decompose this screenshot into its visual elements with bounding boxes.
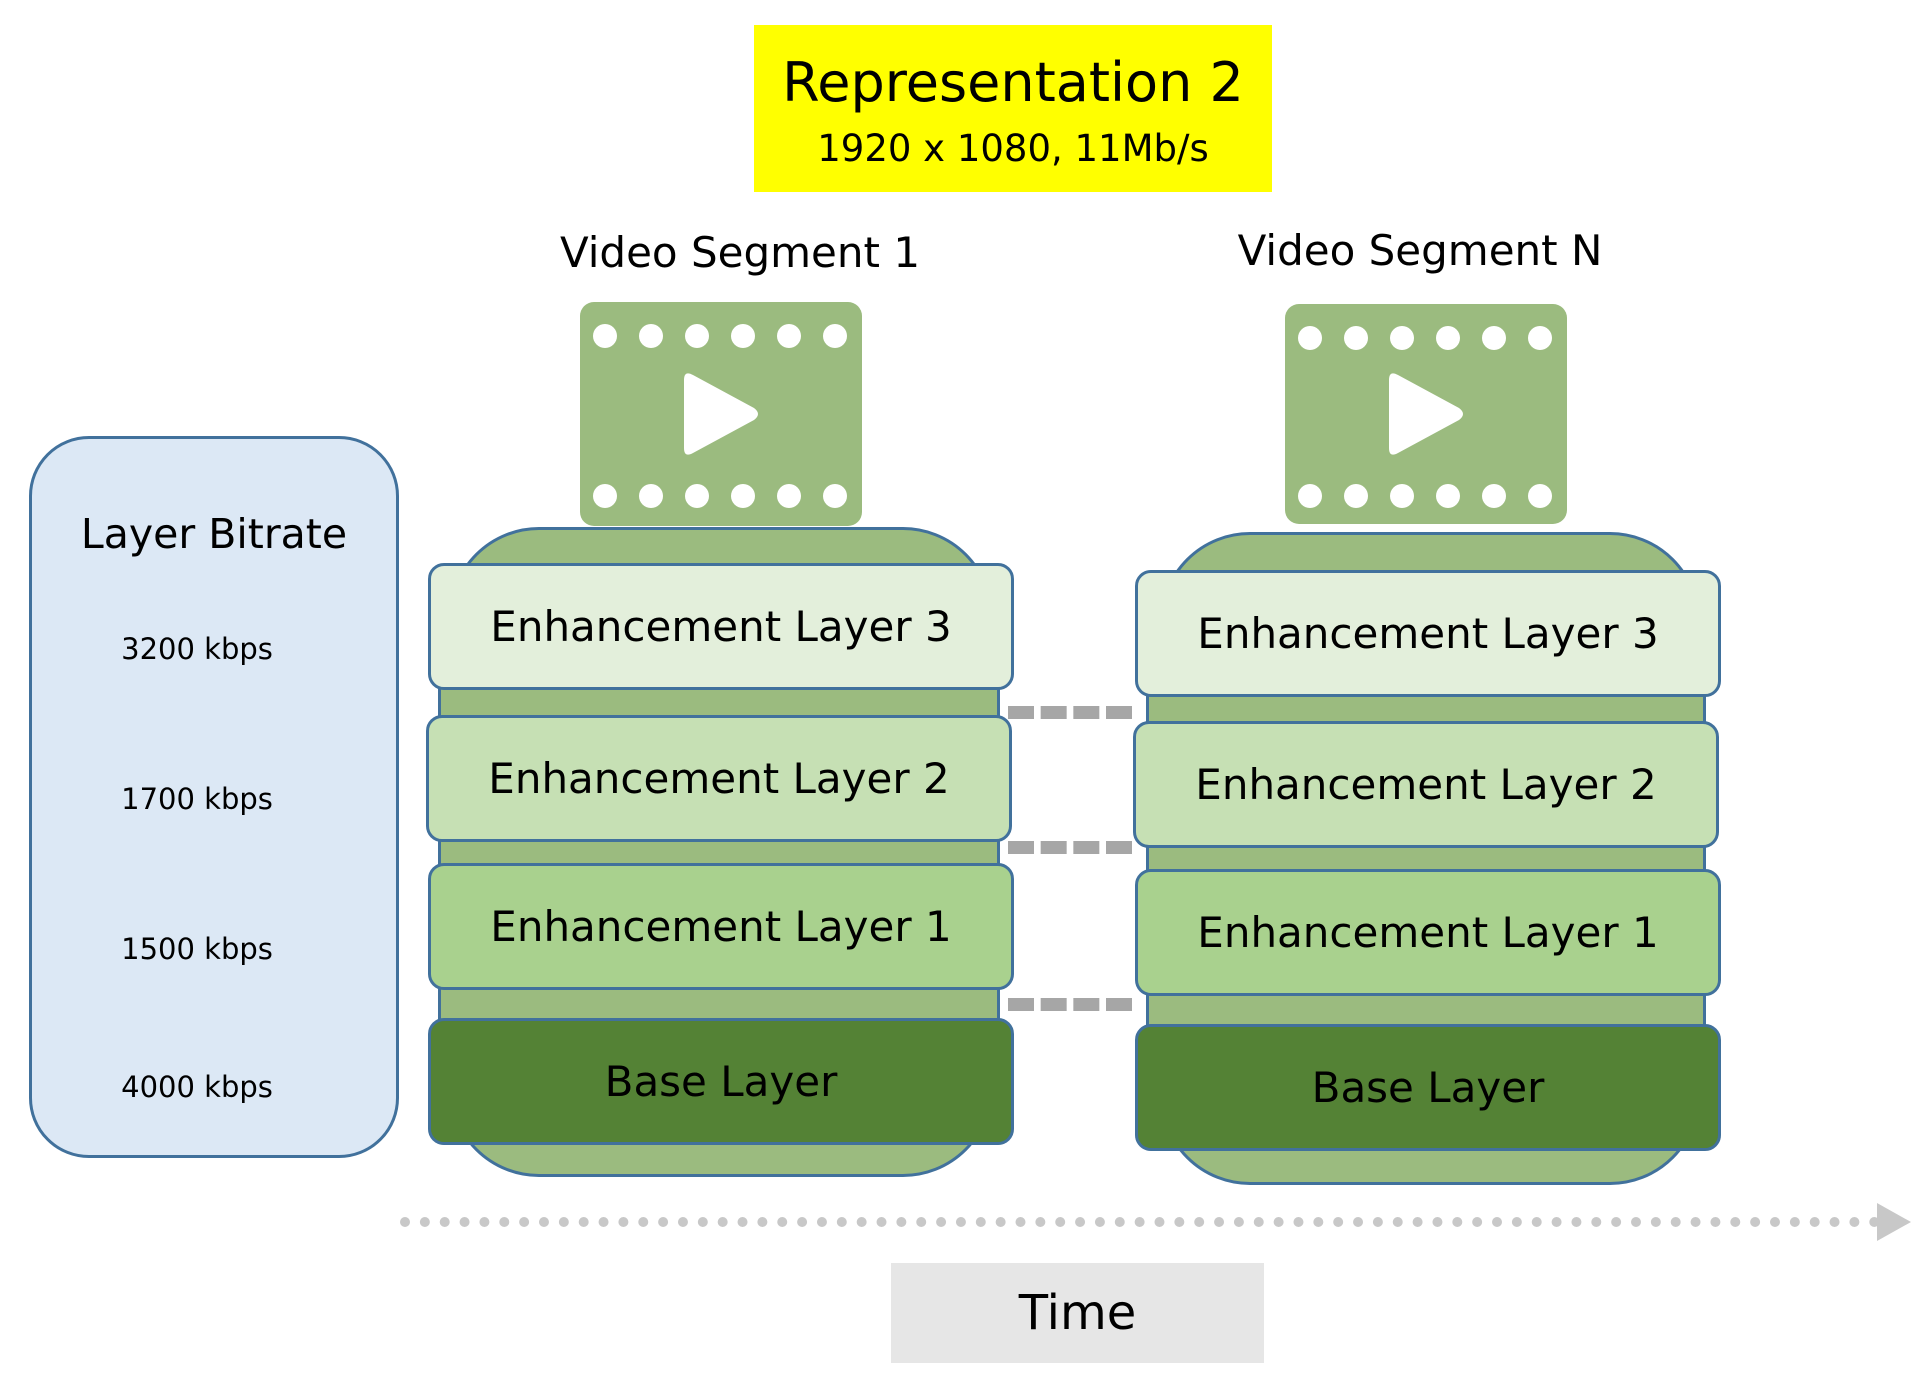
time-label: Time (891, 1263, 1264, 1363)
time-arrowhead-icon (1877, 1203, 1911, 1241)
segment-1-base-layer: Base Layer (428, 1018, 1014, 1145)
segment-n-enhancement-layer-3: Enhancement Layer 3 (1135, 570, 1721, 697)
bitrate-value: 1700 kbps (121, 782, 273, 816)
segment-1-enhancement-layer-1: Enhancement Layer 1 (428, 863, 1014, 990)
layer-connector (1008, 706, 1132, 719)
bitrate-value: 1500 kbps (121, 932, 273, 966)
layer-bitrate-panel: Layer Bitrate 3200 kbps 1700 kbps 1500 k… (29, 436, 399, 1158)
video-film-icon (580, 302, 862, 526)
bitrate-value: 3200 kbps (121, 632, 273, 666)
time-arrow-line (400, 1217, 1880, 1227)
segment-n-enhancement-layer-1: Enhancement Layer 1 (1135, 869, 1721, 996)
layer-connector (1008, 998, 1132, 1011)
segment-n-base-layer: Base Layer (1135, 1024, 1721, 1151)
representation-title: Representation 2 (782, 51, 1244, 114)
segment-n-enhancement-layer-2: Enhancement Layer 2 (1133, 721, 1719, 848)
representation-subtitle: 1920 x 1080, 11Mb/s (817, 127, 1209, 170)
representation-title-box: Representation 2 1920 x 1080, 11Mb/s (754, 25, 1272, 192)
segment-1-enhancement-layer-2: Enhancement Layer 2 (426, 715, 1012, 842)
segment-1-heading: Video Segment 1 (559, 228, 921, 277)
bitrate-value: 4000 kbps (121, 1070, 273, 1104)
layer-bitrate-title: Layer Bitrate (80, 510, 348, 558)
segment-1-enhancement-layer-3: Enhancement Layer 3 (428, 563, 1014, 690)
video-film-icon (1285, 304, 1567, 524)
layer-connector (1008, 841, 1132, 854)
segment-n-heading: Video Segment N (1237, 226, 1603, 275)
